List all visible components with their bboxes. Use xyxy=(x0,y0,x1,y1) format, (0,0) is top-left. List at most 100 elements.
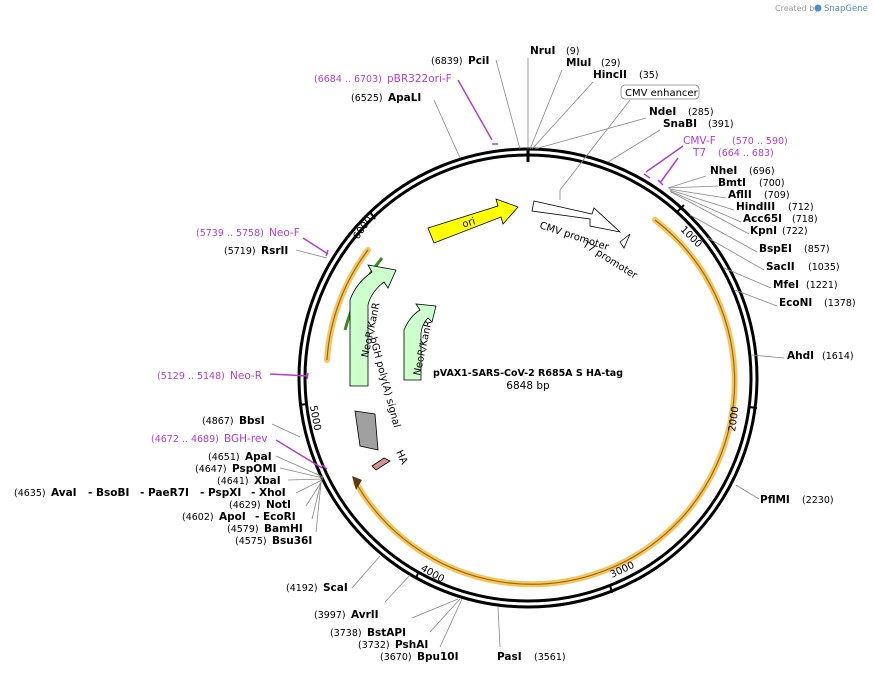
svg-text:(4575): (4575) xyxy=(235,536,267,547)
svg-text:(700): (700) xyxy=(759,178,785,189)
enzyme-acc65i: Acc65I(718) xyxy=(743,213,818,225)
svg-text:(709): (709) xyxy=(764,190,790,201)
enzyme-bpu10i: (3670) Bpu10I xyxy=(380,651,459,663)
svg-text:- BsoBI: - BsoBI xyxy=(88,487,129,499)
enzyme-pcii: (6839)PciI xyxy=(431,55,489,67)
orf-arc-main xyxy=(353,217,738,588)
svg-text:AvaI: AvaI xyxy=(51,487,77,499)
enzyme-apali: (6525)ApaLI xyxy=(351,92,421,104)
svg-text:Neo-R: Neo-R xyxy=(230,370,262,382)
primer-markers xyxy=(269,79,684,470)
svg-text:pBR322ori-F: pBR322ori-F xyxy=(387,73,452,85)
svg-text:NdeI: NdeI xyxy=(649,106,676,118)
svg-text:5000: 5000 xyxy=(307,405,322,432)
primer-neo-f: (5739 .. 5758)Neo-F xyxy=(196,227,300,239)
svg-text:XbaI: XbaI xyxy=(254,475,281,487)
svg-text:(4629): (4629) xyxy=(229,500,261,511)
svg-text:NheI: NheI xyxy=(710,165,737,177)
enzyme-bmti: BmtI(700) xyxy=(718,177,785,189)
svg-text:Acc65I: Acc65I xyxy=(743,213,782,225)
svg-text:Bsu36I: Bsu36I xyxy=(272,535,312,547)
svg-text:(696): (696) xyxy=(749,166,775,177)
enzyme-rsrii: (5719)RsrII xyxy=(224,245,288,257)
enzyme-kpni: KpnI(722) xyxy=(750,225,808,237)
enzyme-apai: (4651)ApaI xyxy=(208,451,272,463)
tick-5000: 5000 xyxy=(298,403,322,432)
svg-text:AhdI: AhdI xyxy=(787,350,814,362)
primer-cmv-f: CMV-F (570 .. 590) xyxy=(683,135,788,147)
svg-text:(35): (35) xyxy=(639,70,659,81)
svg-text:(5129 .. 5148): (5129 .. 5148) xyxy=(157,371,225,382)
ori-feature xyxy=(427,198,519,244)
svg-text:KpnI: KpnI xyxy=(750,225,777,237)
orf-arrowhead xyxy=(352,476,362,490)
enzyme-aflii: AflII(709) xyxy=(728,189,790,201)
feature-cmv-enhancer: CMV enhancer xyxy=(620,84,700,100)
enzyme-bsu36i: (4575) Bsu36I xyxy=(235,535,312,547)
svg-text:(4641): (4641) xyxy=(217,476,249,487)
t7-promoter-feature xyxy=(619,233,631,249)
svg-text:(4192): (4192) xyxy=(286,583,318,594)
svg-text:PciI: PciI xyxy=(468,55,489,67)
orf-arc-main-core xyxy=(355,219,736,585)
bgh-feature xyxy=(354,410,379,451)
svg-text:SacII: SacII xyxy=(766,261,795,273)
enzyme-bbsi: (4867)BbsI xyxy=(202,415,265,427)
svg-text:PasI: PasI xyxy=(497,651,522,663)
svg-text:(391): (391) xyxy=(708,119,734,130)
svg-text:NruI: NruI xyxy=(530,45,555,57)
svg-text:(3670): (3670) xyxy=(380,652,412,663)
svg-text:EcoNI: EcoNI xyxy=(779,297,812,309)
snapgene-logo-icon xyxy=(814,4,822,12)
primer-pbr322ori-f: (6684 .. 6703)pBR322ori-F xyxy=(314,73,452,85)
enzyme-pasi: PasI (3561) xyxy=(497,651,566,663)
svg-text:PflMI: PflMI xyxy=(760,494,790,506)
enzyme-snabi: SnaBI (391) xyxy=(663,118,734,130)
svg-text:- EcoRI: - EcoRI xyxy=(255,511,296,523)
enzyme-bstapi: (3738)BstAPI xyxy=(330,627,406,639)
enzyme-mlui: MluI(29) xyxy=(566,57,621,69)
svg-text:SnaBI: SnaBI xyxy=(663,118,697,130)
svg-text:ApaI: ApaI xyxy=(245,451,272,463)
svg-text:CMV-F: CMV-F xyxy=(683,135,716,147)
svg-text:(29): (29) xyxy=(601,58,621,69)
enzyme-hincii: HincII(35) xyxy=(593,69,659,81)
svg-text:Bpu10I: Bpu10I xyxy=(417,651,459,663)
svg-text:(4672 .. 4689): (4672 .. 4689) xyxy=(151,434,219,445)
svg-text:Neo-F: Neo-F xyxy=(269,227,300,239)
svg-text:(4635): (4635) xyxy=(14,488,46,499)
cmv-promoter-feature xyxy=(531,200,622,233)
enzyme-sacii: SacII(1035) xyxy=(766,261,840,273)
svg-text:NotI: NotI xyxy=(266,499,291,511)
ori-label: ori xyxy=(461,216,477,230)
svg-text:ScaI: ScaI xyxy=(323,582,348,594)
neor-feature-2 xyxy=(403,303,437,381)
enzyme-apoi-group: (4602) ApoI - EcoRI xyxy=(182,511,296,523)
svg-text:PspOMI: PspOMI xyxy=(232,463,277,475)
svg-text:(3732): (3732) xyxy=(358,640,390,651)
svg-text:(4867): (4867) xyxy=(202,416,234,427)
enzyme-ndei: NdeI(285) xyxy=(649,106,714,118)
enzyme-ahdi: AhdI(1614) xyxy=(787,350,854,362)
svg-text:(712): (712) xyxy=(788,202,814,213)
svg-text:(1221): (1221) xyxy=(806,280,838,291)
svg-text:(4647): (4647) xyxy=(195,464,227,475)
enzyme-bspei: BspEI(857) xyxy=(759,243,830,255)
svg-text:RsrII: RsrII xyxy=(261,245,288,257)
enzyme-avai-group: (4635) AvaI - BsoBI - PaeR7I - PspXI - X… xyxy=(14,487,286,499)
svg-text:(3561): (3561) xyxy=(534,652,566,663)
svg-text:BamHI: BamHI xyxy=(264,523,303,535)
svg-text:(570 .. 590): (570 .. 590) xyxy=(732,136,788,147)
enzyme-noti: (4629) NotI xyxy=(229,499,291,511)
enzyme-pflmi: PflMI(2230) xyxy=(760,494,834,506)
enzyme-pshai: (3732)PshAI xyxy=(358,639,428,651)
t7-promoter-label: T7 promoter xyxy=(580,239,640,282)
primer-bgh-rev: (4672 .. 4689)BGH-rev xyxy=(151,433,268,445)
svg-text:(9): (9) xyxy=(566,46,579,57)
enzyme-avrii: (3997)AvrII xyxy=(314,609,379,621)
svg-text:ApoI: ApoI xyxy=(219,511,246,523)
plasmid-title: pVAX1-SARS-CoV-2 R685A S HA-tag xyxy=(433,368,623,379)
primer-t7: T7(664 .. 683) xyxy=(692,147,774,159)
svg-text:(3997): (3997) xyxy=(314,610,346,621)
